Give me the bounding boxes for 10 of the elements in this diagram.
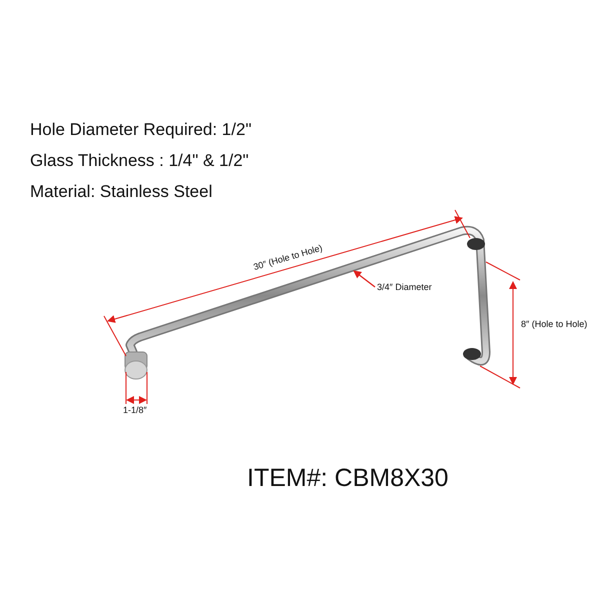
- towel-bar-drawing: [124, 226, 490, 380]
- leader-line: [353, 270, 376, 288]
- dimension-label: 30″ (Hole to Hole): [252, 242, 324, 272]
- spec-text: Material: Stainless Steel: [30, 182, 212, 202]
- callout-text: 3/4″ Diameter: [377, 282, 432, 292]
- item-number: ITEM#: CBM8X30: [247, 464, 448, 493]
- dimension-label: 8″ (Hole to Hole): [521, 319, 588, 329]
- dimension-label: 1-1/8″: [123, 405, 147, 415]
- spec-text: Hole Diameter Required: 1/2": [30, 120, 252, 140]
- spec-text: Glass Thickness : 1/4" & 1/2": [30, 151, 249, 171]
